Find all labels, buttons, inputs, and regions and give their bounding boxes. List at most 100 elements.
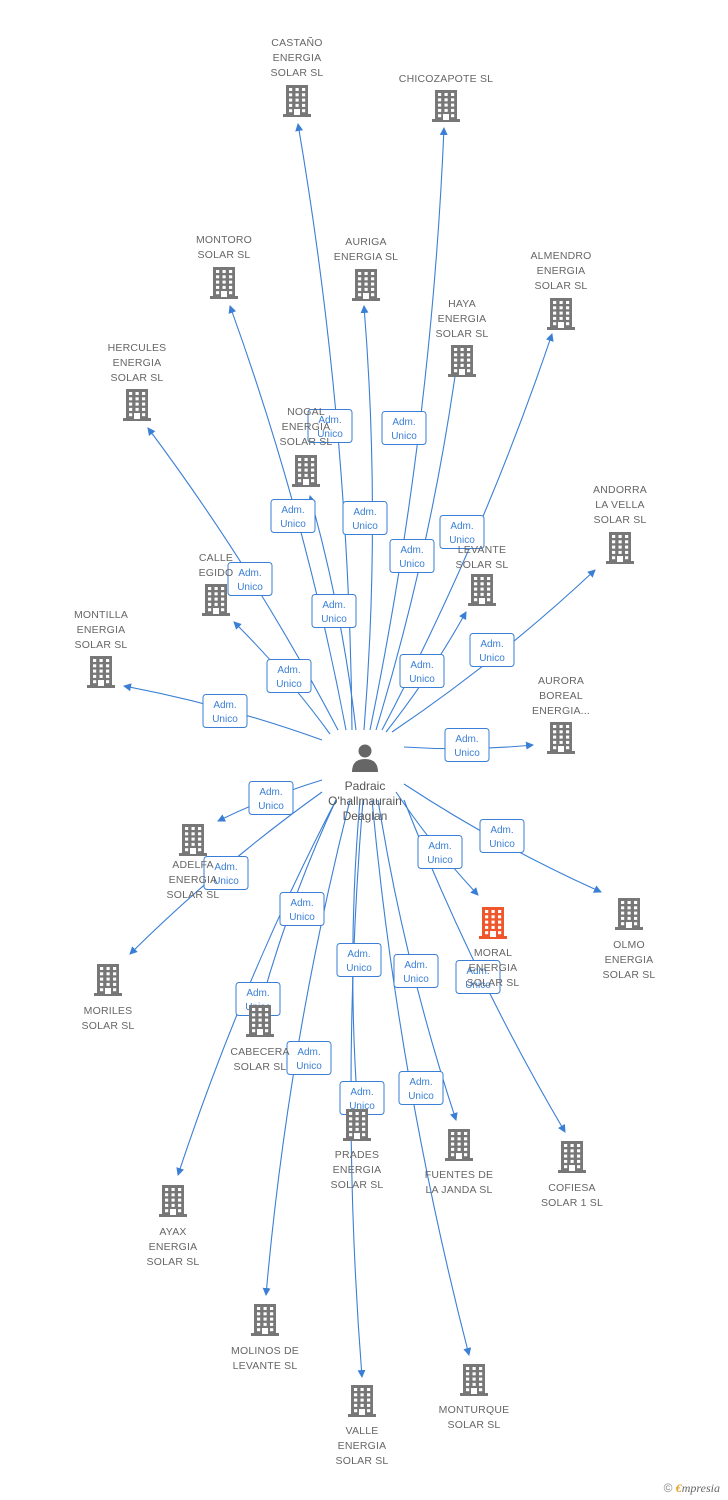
footer-brand: © €mpresia (664, 1481, 720, 1496)
company-label: ENERGIA (438, 313, 487, 325)
badge-role-line1: Adm. (428, 841, 451, 852)
role-badge-levante[interactable]: Adm.Unico (399, 654, 445, 688)
role-badge-calle-egido[interactable]: Adm.Unico (266, 659, 312, 693)
role-badge-chicozapote[interactable]: Adm.Unico (381, 411, 427, 445)
role-badge-aurora[interactable]: Adm.Unico (444, 728, 490, 762)
company-label: FUENTES DE (425, 1169, 494, 1181)
building-icon (283, 85, 311, 117)
company-label: ADELFA (172, 859, 213, 871)
company-label: ENERGIA (113, 357, 162, 369)
building-icon (479, 907, 507, 939)
empresia-logo[interactable]: €mpresia (676, 1481, 720, 1495)
role-badge-prades[interactable]: Adm.Unico (336, 943, 382, 977)
company-node-aurora[interactable]: AURORABOREALENERGIA... (532, 675, 590, 754)
badge-role-line2: Unico (317, 429, 343, 440)
badge-role-line1: Adm. (400, 545, 423, 556)
role-badge-nogal[interactable]: Adm.Unico (311, 594, 357, 628)
company-label: SOLAR SL (111, 372, 164, 384)
building-icon (159, 1185, 187, 1217)
role-badge-hercules[interactable]: Adm.Unico (227, 562, 273, 596)
role-badge-cabecera[interactable]: Adm.Unico (279, 892, 325, 926)
role-badge-fuentes[interactable]: Adm. Unico (393, 954, 439, 988)
role-badge-montoro[interactable]: Adm.Unico (270, 499, 316, 533)
role-badge-olmo[interactable]: Adm.Unico (479, 819, 525, 853)
building-icon (558, 1141, 586, 1173)
company-label: MORILES (84, 1005, 133, 1017)
company-node-chicozapote[interactable]: CHICOZAPOTE SL (399, 73, 493, 122)
building-icon (179, 824, 207, 856)
role-badge-cofiesa[interactable]: Adm.Unico (455, 960, 501, 994)
role-badge-auriga[interactable]: Adm.Unico (342, 501, 388, 535)
role-badge-andorra[interactable]: Adm.Unico (469, 633, 515, 667)
logo-initial: € (675, 1481, 682, 1495)
role-badge-castano[interactable]: Adm.Unico (307, 409, 353, 443)
company-label: AYAX (159, 1226, 186, 1238)
building-icon (348, 1385, 376, 1417)
role-badge-moriles[interactable]: Adm.Unico (203, 856, 249, 890)
company-label: SOLAR SL (456, 559, 509, 571)
badge-role-line1: Adm. (490, 825, 513, 836)
role-badge-adelfa[interactable]: Adm.Unico (248, 781, 294, 815)
role-badge-montilla[interactable]: Adm.Unico (202, 694, 248, 728)
badge-role-line2: Unico (289, 912, 315, 923)
role-badge-haya[interactable]: Adm.Unico (389, 539, 435, 573)
building-icon (202, 584, 230, 616)
badge-role-line2: Unico (296, 1061, 322, 1072)
company-label: COFIESA (548, 1182, 596, 1194)
badge-role-line2: Unico (349, 1101, 375, 1112)
role-badge-monturque[interactable]: Adm.Unico (398, 1071, 444, 1105)
building-icon (448, 345, 476, 377)
badge-role-line1: Adm. (404, 960, 427, 971)
company-label: SOLAR SL (436, 328, 489, 340)
badge-role-line1: Adm. (410, 660, 433, 671)
building-icon (547, 298, 575, 330)
company-label: CASTAÑO (271, 36, 322, 49)
badge-role-line1: Adm. (350, 1087, 373, 1098)
role-badge-moral[interactable]: Adm.Unico (417, 835, 463, 869)
badge-role-line1: Adm. (455, 734, 478, 745)
logo-text: mpresia (681, 1481, 720, 1495)
person-name-line: Padraic (345, 779, 386, 793)
company-label: ENERGIA (537, 265, 586, 277)
role-badge-almendro[interactable]: Adm.Unico (439, 515, 485, 549)
company-label: CALLE (199, 552, 233, 564)
company-label: SOLAR SL (280, 436, 333, 448)
badge-role-line2: Unico (403, 974, 429, 985)
company-label: SOLAR SL (234, 1061, 287, 1073)
badge-role-line2: Unico (391, 431, 417, 442)
role-badge-molinos[interactable]: Adm.Unico (286, 1041, 332, 1075)
building-icon (460, 1364, 488, 1396)
company-label: MONTORO (196, 234, 252, 246)
badge-role-line1: Adm. (238, 568, 261, 579)
building-icon (343, 1109, 371, 1141)
building-icon (445, 1129, 473, 1161)
company-label: SOLAR SL (467, 977, 520, 989)
badge-role-line1: Adm. (214, 862, 237, 873)
company-label: SOLAR SL (167, 889, 220, 901)
